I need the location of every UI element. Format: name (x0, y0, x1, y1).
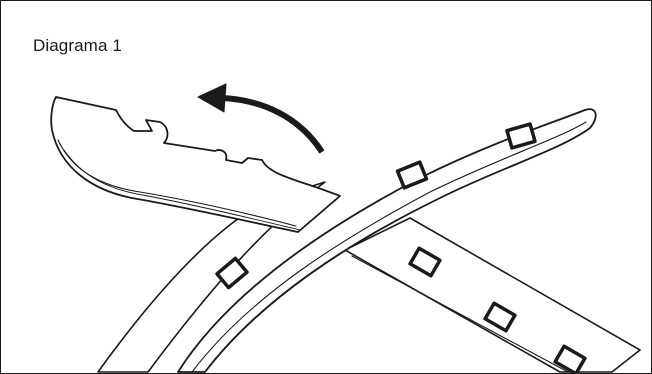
left-strap (97, 181, 326, 373)
hole-1 (505, 122, 537, 150)
fold-arrow-icon (197, 83, 325, 154)
folded-strap-tip (50, 96, 341, 233)
hole-4 (408, 246, 442, 278)
lower-strap (344, 217, 641, 373)
strap-holes (215, 122, 587, 374)
hole-2 (395, 160, 429, 190)
hole-6 (553, 344, 587, 374)
hole-3 (215, 256, 249, 290)
hole-5 (483, 301, 517, 333)
diagram-title: Diagrama 1 (33, 36, 122, 55)
main-curved-strap (177, 108, 597, 373)
